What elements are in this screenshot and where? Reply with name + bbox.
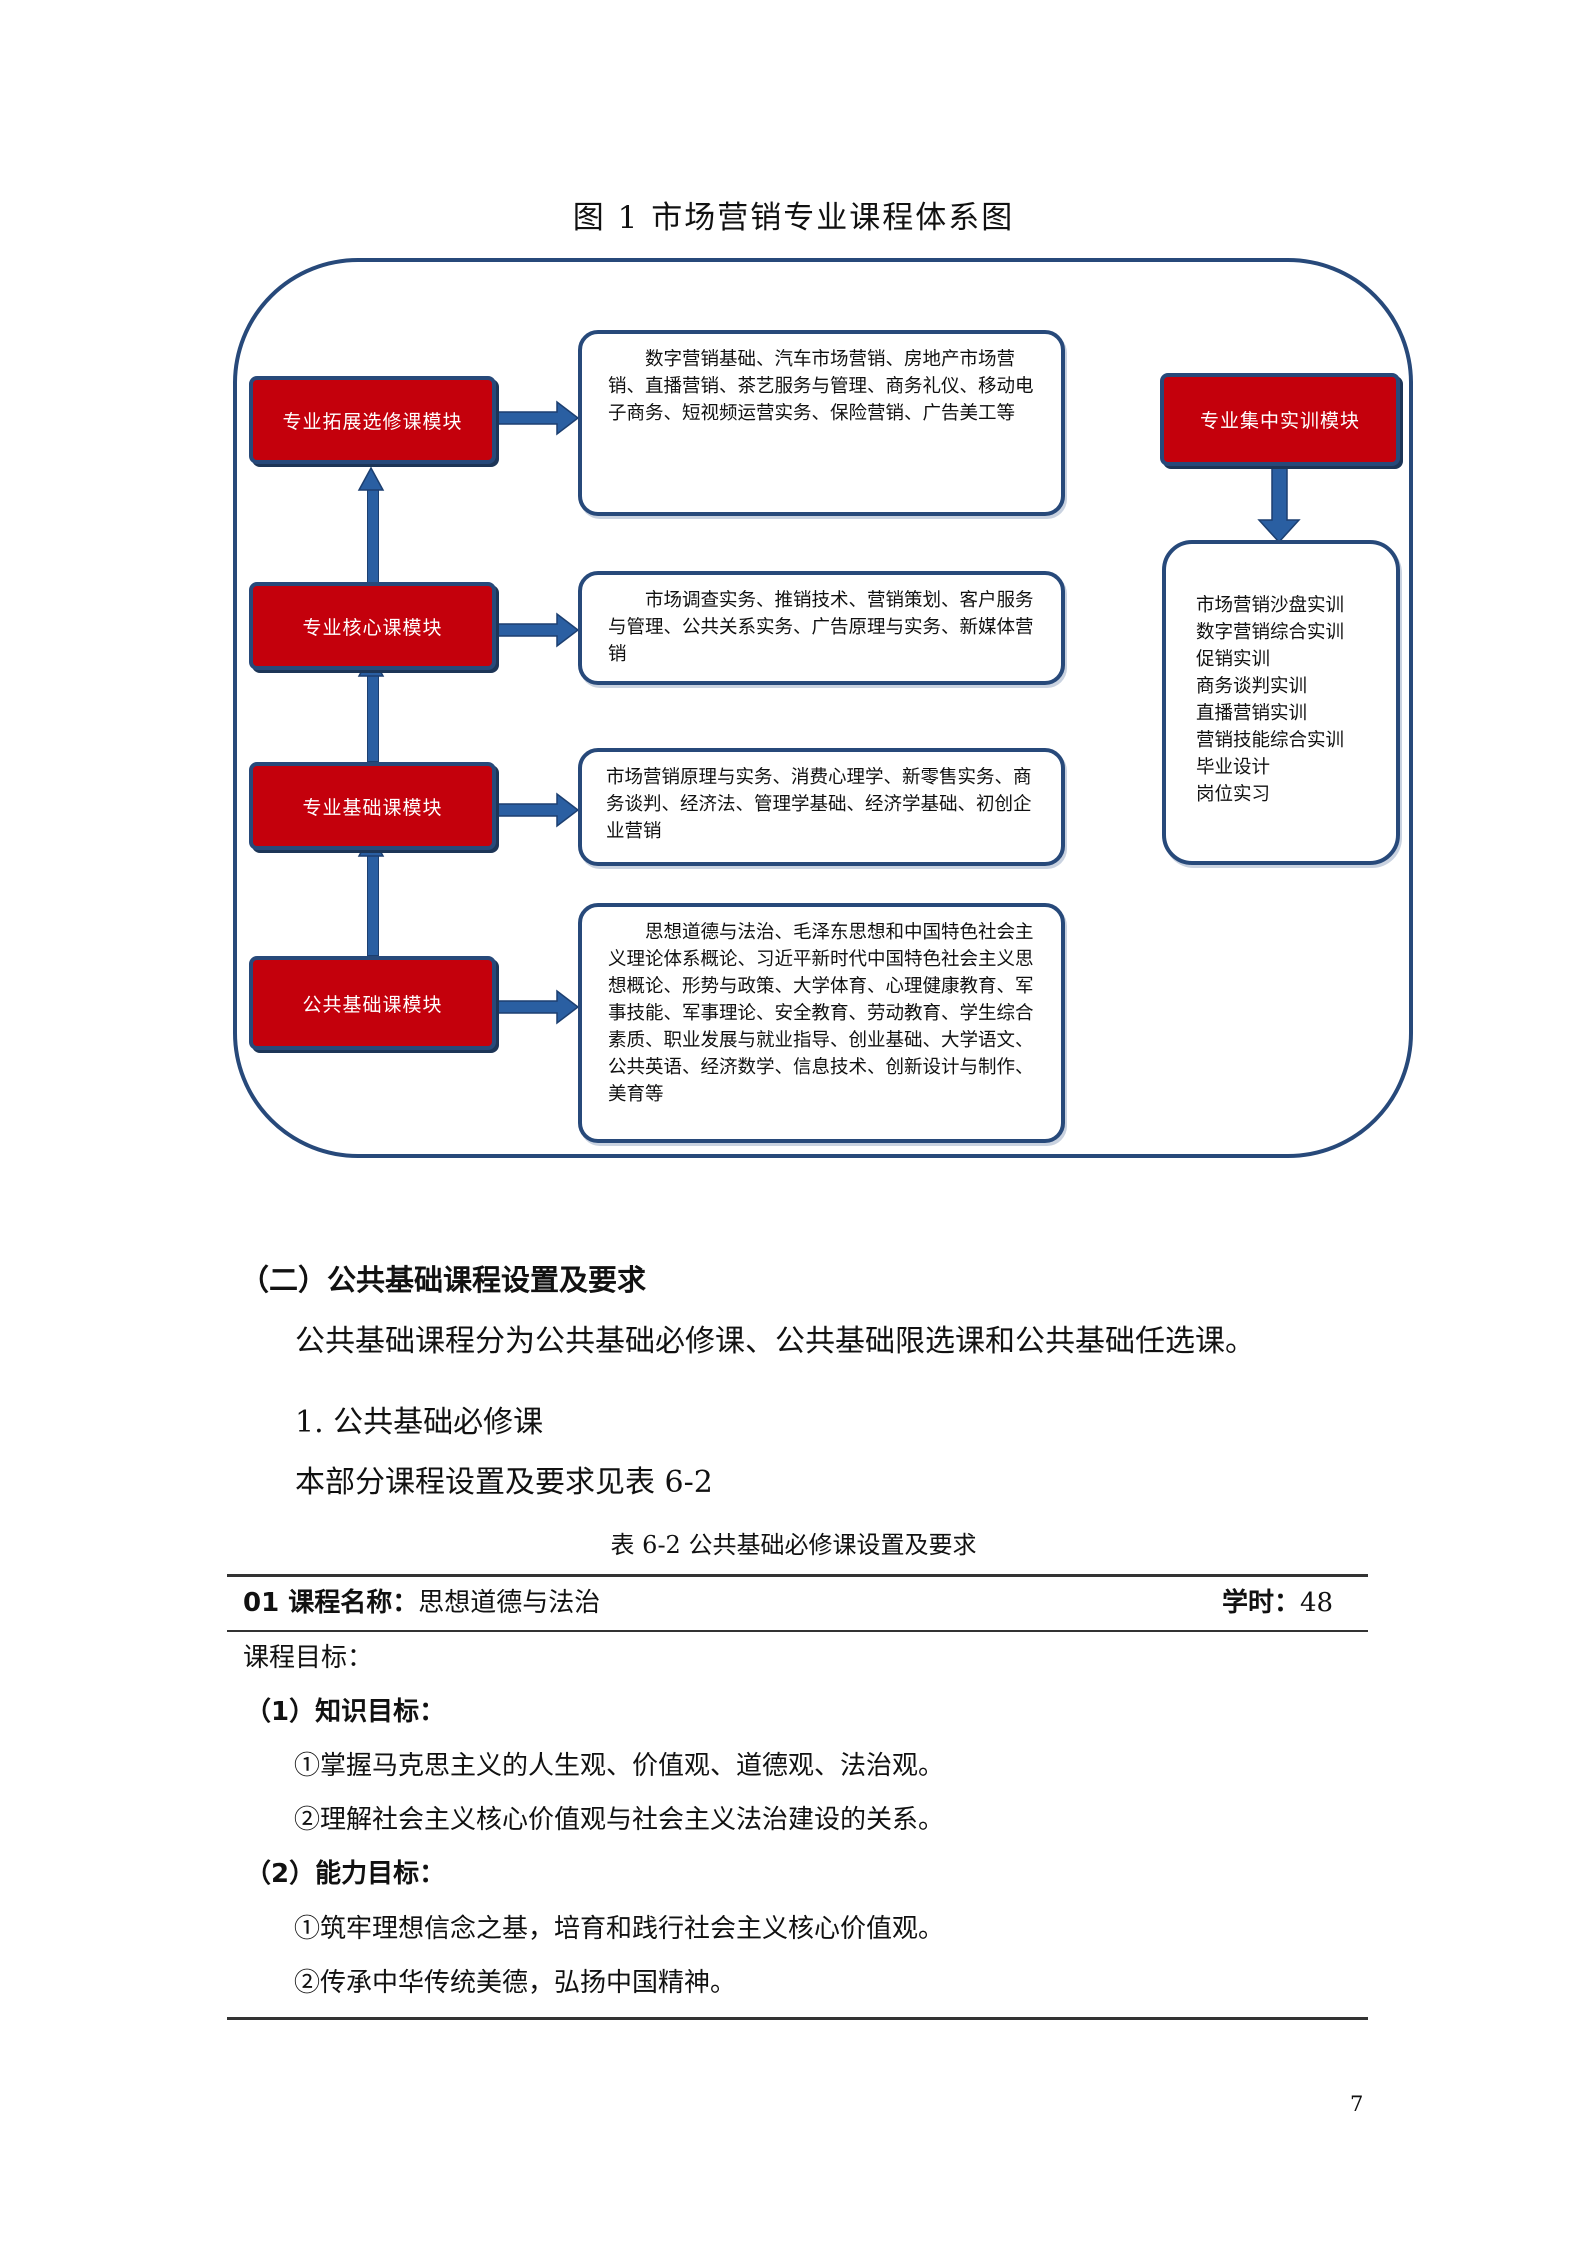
figure-title: 图 1 市场营销专业课程体系图 [572, 200, 1015, 236]
knowledge-item: ①掌握马克思主义的人生观、价值观、道德观、法治观。 [294, 1751, 945, 1781]
table-caption: 表 6-2 公共基础必修课设置及要求 [610, 1531, 977, 1559]
table-row-rule [227, 1630, 1368, 1632]
knowledge-label: （1）知识目标： [245, 1697, 446, 1727]
hours-value: 48 [1300, 1588, 1334, 1618]
diagram-frame [233, 258, 1413, 1158]
courses-public-text: 思想道德与法治、毛泽东思想和中国特色社会主义理论体系概论、习近平新时代中国特色社… [608, 922, 1034, 1105]
course-hours: 学时：48 [1222, 1582, 1333, 1619]
courses-extension-text: 数字营销基础、汽车市场营销、房地产市场营销、直播营销、茶艺服务与管理、商务礼仪、… [608, 349, 1034, 424]
down-arrow [1257, 465, 1301, 544]
module-public: 公共基础课模块 [249, 956, 496, 1050]
practice-item: 商务谈判实训 [1196, 676, 1308, 697]
module-basic: 专业基础课模块 [249, 762, 496, 850]
up-arrowhead [357, 466, 385, 491]
practice-list: 市场营销沙盘实训 数字营销综合实训 促销实训 商务谈判实训 直播营销实训 营销技… [1162, 540, 1400, 865]
table-bottom-rule [227, 2017, 1368, 2020]
practice-item: 促销实训 [1196, 649, 1271, 670]
right-arrow [496, 792, 580, 828]
courses-basic: 市场营销原理与实务、消费心理学、新零售实务、商务谈判、经济法、管理学基础、经济学… [578, 748, 1065, 866]
courses-core-text: 市场调查实务、推销技术、营销策划、客户服务与管理、公共关系实务、广告原理与实务、… [608, 590, 1034, 665]
module-extension: 专业拓展选修课模块 [249, 376, 496, 464]
courses-basic-text: 市场营销原理与实务、消费心理学、新零售实务、商务谈判、经济法、管理学基础、经济学… [606, 767, 1032, 842]
page-number: 7 [1350, 2092, 1364, 2116]
course-code-label: 01 课程名称： [243, 1588, 419, 1618]
module-core: 专业核心课模块 [249, 582, 496, 670]
practice-item: 毕业设计 [1196, 757, 1271, 778]
right-arrow [496, 612, 580, 648]
section-subheading: 1. 公共基础必修课 [295, 1405, 544, 1440]
practice-item: 数字营销综合实训 [1196, 622, 1345, 643]
section-intro: 公共基础课程分为公共基础必修课、公共基础限选课和公共基础任选课。 [295, 1324, 1255, 1359]
right-arrow [496, 400, 580, 436]
practice-item: 市场营销沙盘实训 [1196, 595, 1345, 616]
section-heading: （二）公共基础课程设置及要求 [240, 1263, 647, 1297]
hours-label: 学时： [1222, 1588, 1301, 1618]
right-arrow [496, 989, 580, 1025]
courses-public: 思想道德与法治、毛泽东思想和中国特色社会主义理论体系概论、习近平新时代中国特色社… [578, 903, 1065, 1143]
course-name: 思想道德与法治 [418, 1588, 601, 1618]
section-table-ref: 本部分课程设置及要求见表 6-2 [295, 1465, 713, 1500]
ability-label: （2）能力目标： [245, 1859, 446, 1889]
practice-item: 直播营销实训 [1196, 703, 1308, 724]
ability-item: ①筑牢理想信念之基，培育和践行社会主义核心价值观。 [294, 1914, 945, 1944]
ability-item: ②传承中华传统美德，弘扬中国精神。 [294, 1968, 737, 1998]
course-name-row: 01 课程名称：思想道德与法治 [243, 1582, 600, 1619]
courses-extension: 数字营销基础、汽车市场营销、房地产市场营销、直播营销、茶艺服务与管理、商务礼仪、… [578, 330, 1065, 516]
knowledge-item: ②理解社会主义核心价值观与社会主义法治建设的关系。 [294, 1805, 945, 1835]
practice-item: 岗位实习 [1196, 784, 1271, 805]
courses-core: 市场调查实务、推销技术、营销策划、客户服务与管理、公共关系实务、广告原理与实务、… [578, 571, 1065, 685]
practice-item: 营销技能综合实训 [1196, 730, 1345, 751]
goals-label: 课程目标： [243, 1643, 374, 1673]
table-top-rule [227, 1574, 1368, 1577]
module-practice: 专业集中实训模块 [1160, 373, 1400, 466]
